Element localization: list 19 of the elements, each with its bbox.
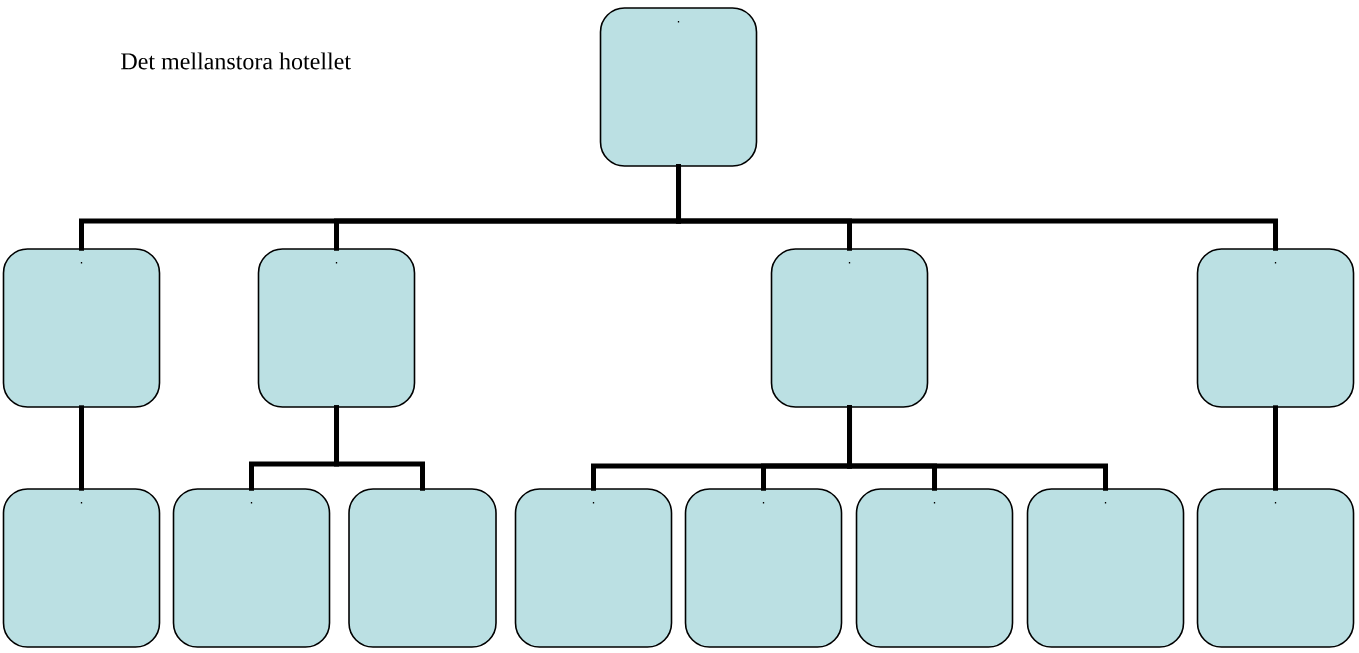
org-box: . (172, 488, 331, 648)
empty-org-box (348, 488, 497, 648)
org-box: . (2, 248, 161, 408)
connector-line (676, 164, 1278, 251)
org-box: . (1196, 488, 1355, 648)
org-box: . (2, 488, 161, 648)
org-box: . (257, 248, 416, 408)
title: Det mellanstora hotellet (121, 52, 351, 70)
org-box: . (514, 488, 673, 648)
org-box: . (599, 7, 758, 167)
connector-line (334, 405, 425, 491)
org-box: . (684, 488, 843, 648)
org-box: . (770, 248, 929, 408)
connector-line (79, 405, 84, 491)
org-box: . (1026, 488, 1185, 648)
org-box: . (1196, 248, 1355, 408)
org-box: . (855, 488, 1014, 648)
connector-line (1273, 405, 1278, 491)
connector-line (847, 405, 1108, 491)
